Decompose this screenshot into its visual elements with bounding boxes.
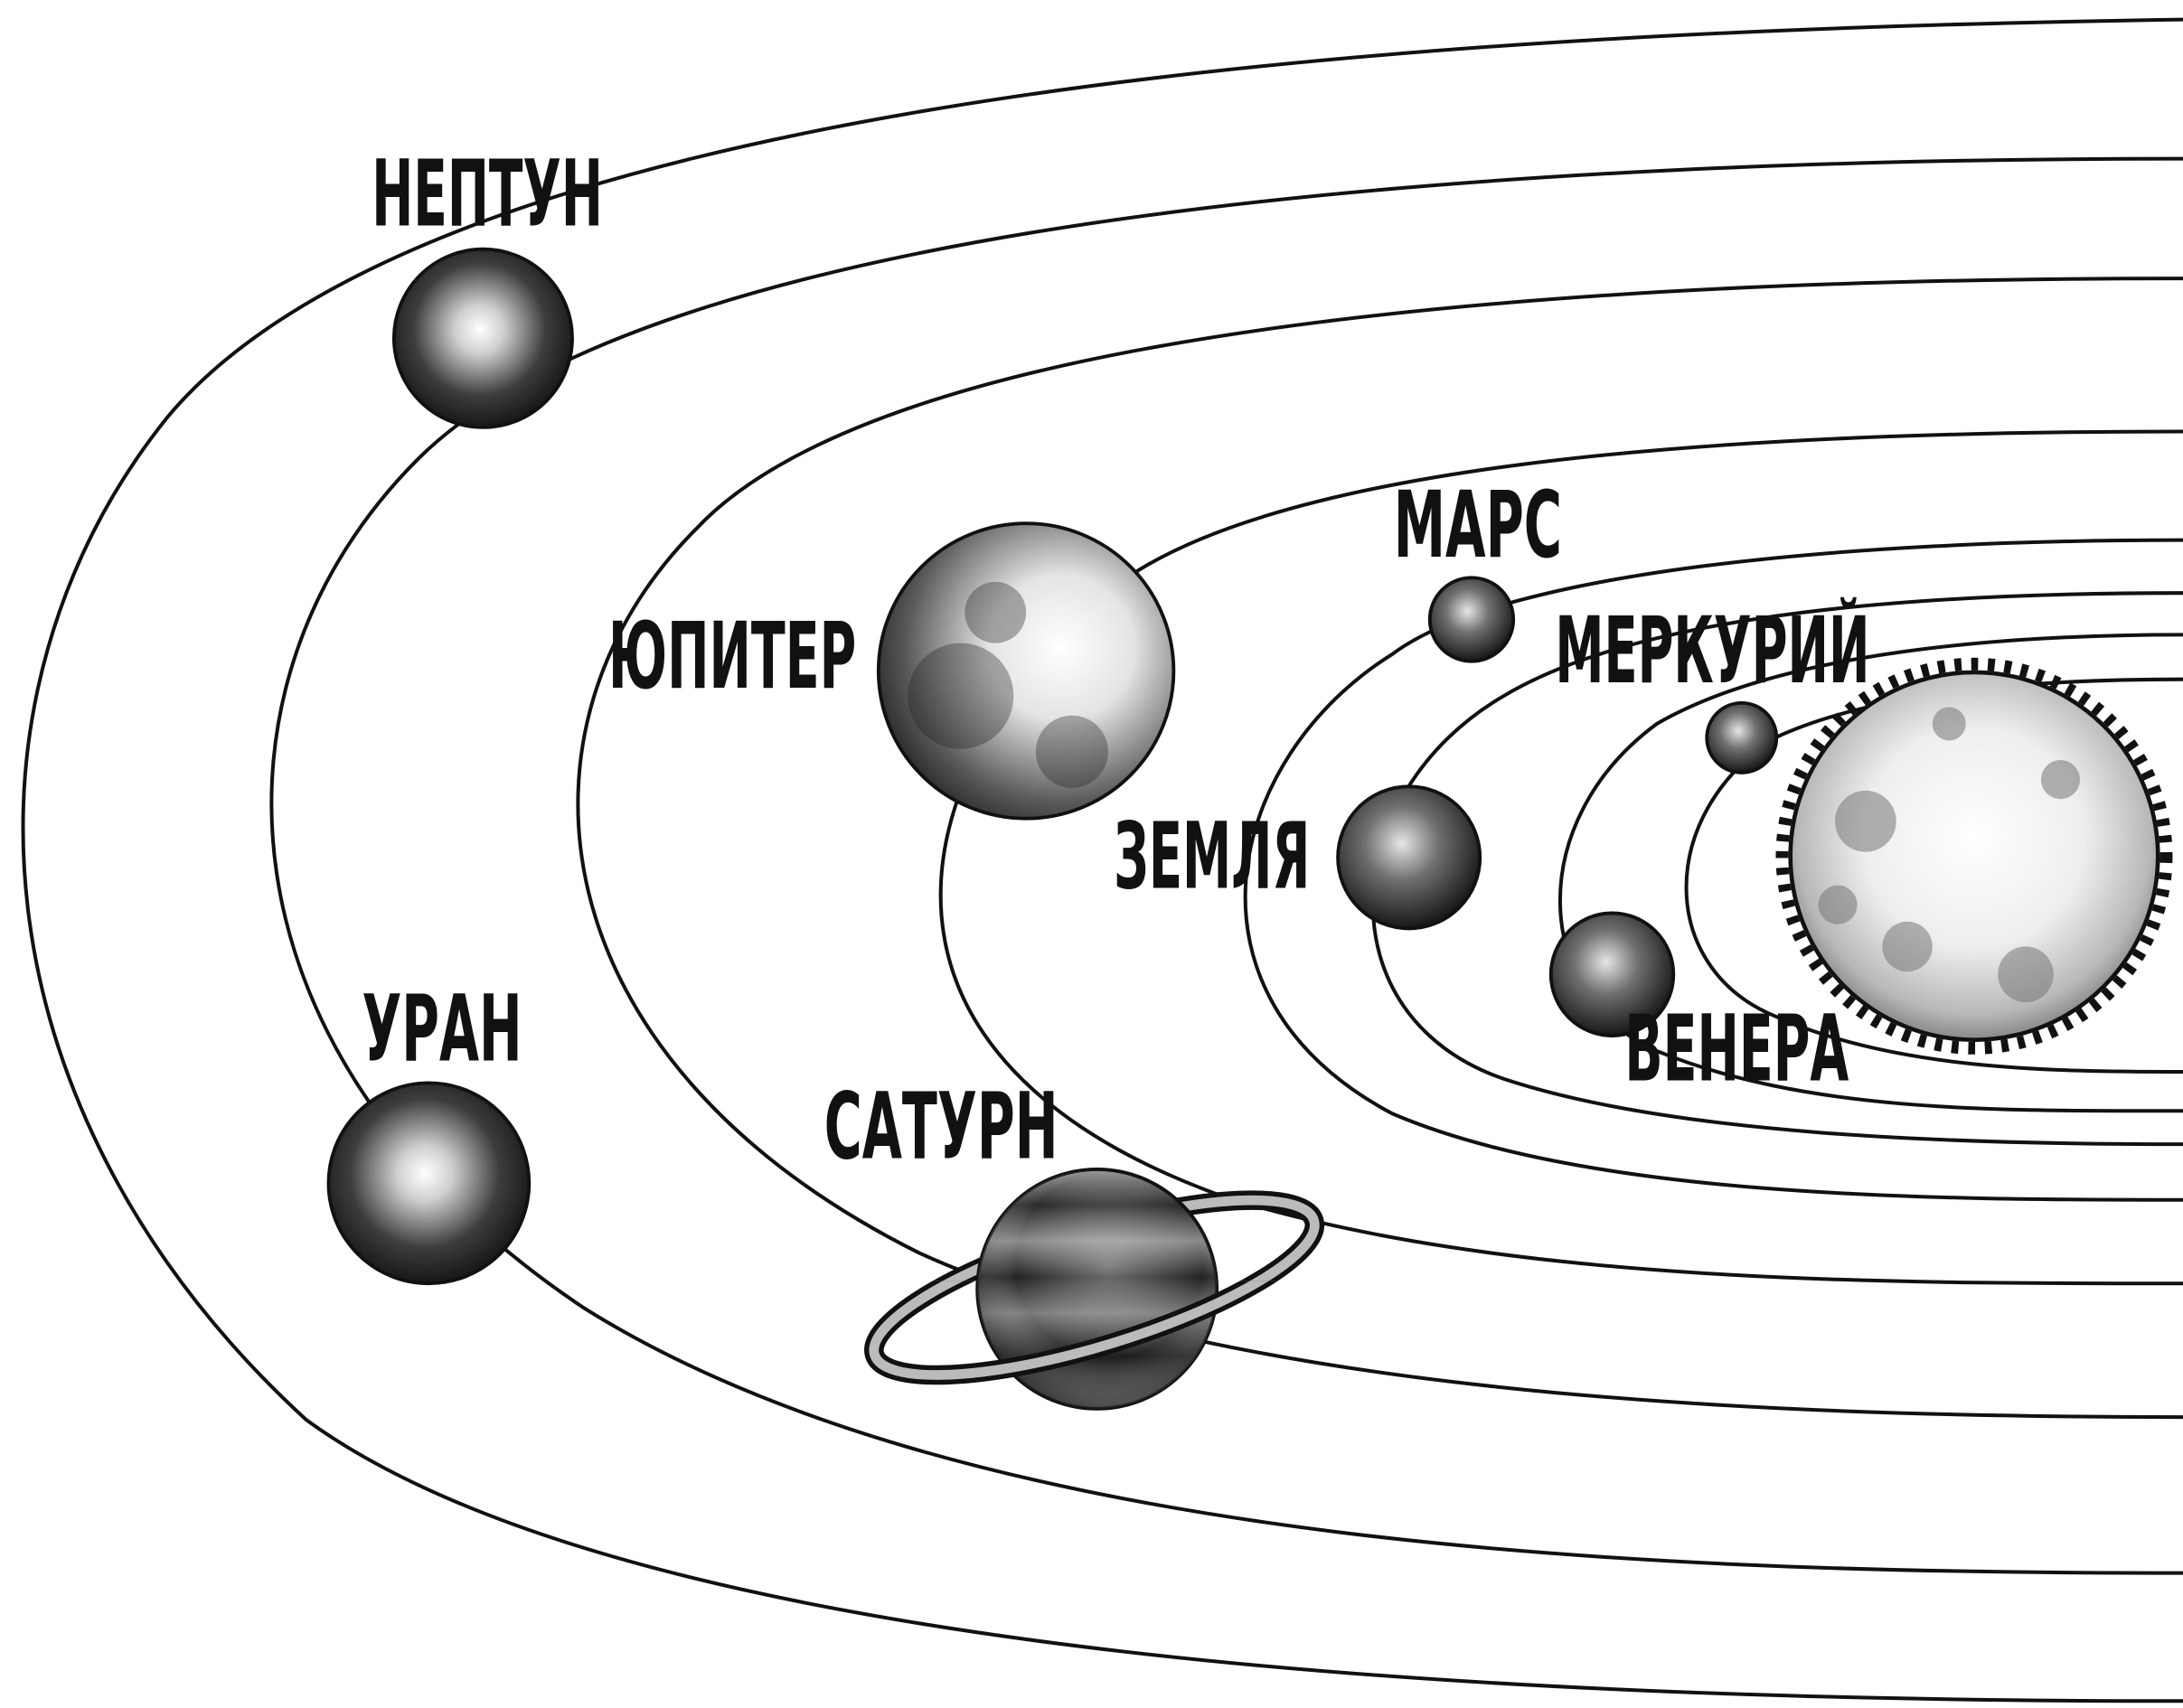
sun-body [1791, 672, 2159, 1040]
neptune-sphere [394, 249, 572, 427]
earth-label: ЗЕМЛЯ [1114, 803, 1310, 910]
mars-label: МАРС [1394, 472, 1562, 578]
earth-sphere [1338, 786, 1480, 928]
venus-label: ВЕНЕРА [1624, 995, 1849, 1102]
mars-sphere [1430, 577, 1513, 661]
jupiter-label: ЮПИТЕР [608, 603, 856, 709]
saturn-label: САТУРН [824, 1074, 1059, 1180]
neptune-label: НЕПТУН [372, 141, 603, 248]
uranus-label: УРАН [362, 976, 522, 1083]
uranus-sphere [328, 1083, 529, 1283]
mercury-sphere [1707, 703, 1776, 773]
mercury-label: МЕРКУРИЙ [1555, 596, 1869, 704]
sun [1782, 664, 2166, 1048]
planet-earth: ЗЕМЛЯ [1114, 786, 1480, 928]
